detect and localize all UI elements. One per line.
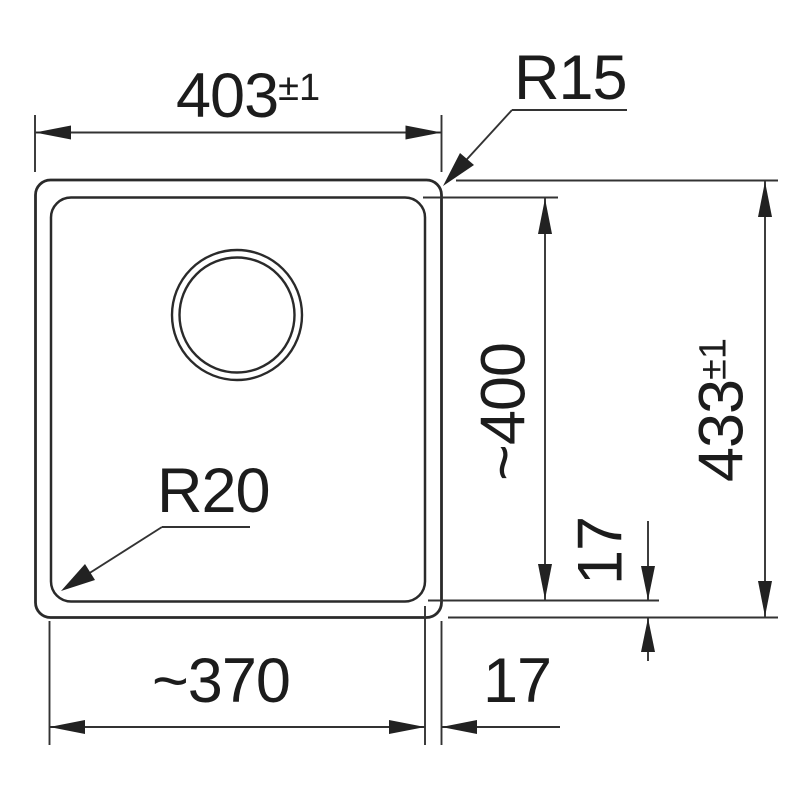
arrowhead-left-icon — [441, 720, 477, 734]
dim-value-overall-width: 403 — [176, 61, 279, 131]
dim-label-rim-bottom: 17 — [565, 516, 636, 586]
sink-outer-outline — [34, 178, 443, 619]
drain-hole-outer-circle — [170, 248, 304, 382]
radius-label-outer-corner: R15 — [514, 43, 628, 113]
arrowhead-up-icon — [641, 618, 655, 652]
arrowhead-down-icon — [758, 581, 772, 617]
arrowhead-diagonal-icon — [61, 564, 95, 591]
dim-370-and-17-linework — [48, 606, 560, 745]
drain-hole-inner-circle — [178, 256, 296, 374]
arrowhead-right-icon — [405, 125, 442, 140]
dim-label-overall-width: 403±1 — [176, 65, 320, 128]
arrowhead-up-icon — [538, 198, 552, 234]
radius-label-inner-corner: R20 — [157, 456, 271, 526]
arrowhead-left-icon — [35, 125, 71, 140]
dim-label-overall-height: 433±1 — [687, 337, 757, 482]
dim-433-linework — [448, 179, 778, 619]
dimension-lines — [34, 109, 778, 745]
dim-400-linework — [423, 196, 659, 602]
arrowhead-down-icon — [538, 564, 552, 600]
arrowhead-down-icon — [641, 566, 655, 600]
dim-value-overall-height: 433 — [686, 379, 757, 483]
sink-body — [34, 178, 443, 619]
dim-403-linework — [34, 115, 443, 172]
dim-label-inner-height: ~400 — [468, 343, 539, 481]
leader-r15-linework — [443, 109, 627, 186]
sink-inner-bowl-outline — [49, 196, 427, 603]
arrowhead-left-icon — [49, 720, 85, 734]
dim-label-rim-right: 17 — [483, 646, 552, 716]
dim-17-vertical-linework — [641, 521, 655, 661]
dim-tolerance-overall-width: ±1 — [278, 67, 321, 109]
arrowhead-up-icon — [758, 181, 772, 217]
dim-label-inner-width: ~370 — [152, 646, 291, 716]
dim-tolerance-overall-height: ±1 — [692, 337, 735, 380]
arrowhead-right-icon — [389, 720, 425, 734]
arrowhead-diagonal-icon — [443, 153, 474, 186]
leader-r20-linework — [61, 526, 250, 591]
